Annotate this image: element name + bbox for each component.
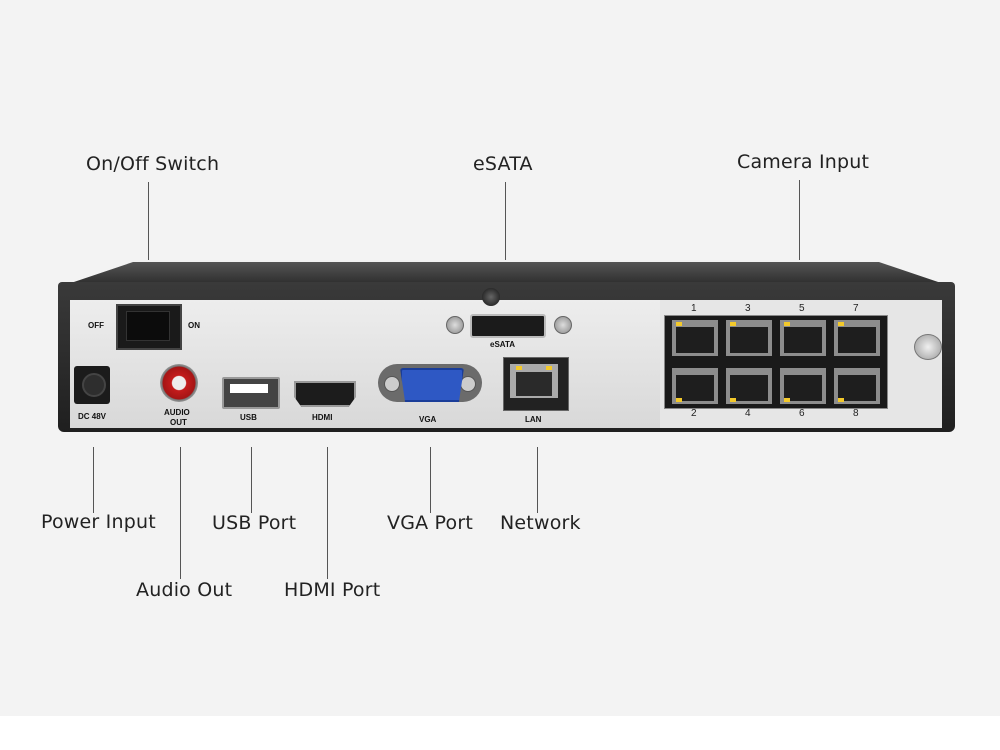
callout-audio-out: Audio Out bbox=[136, 579, 233, 601]
camera-port-number: 8 bbox=[853, 408, 859, 419]
vga-port bbox=[400, 368, 464, 402]
camera-port-opening bbox=[730, 375, 768, 401]
esata-port bbox=[470, 314, 546, 338]
camera-port-opening bbox=[730, 327, 768, 353]
camera-port-led bbox=[838, 322, 844, 326]
callout-power-input: Power Input bbox=[41, 511, 156, 533]
leader-esata bbox=[505, 182, 506, 260]
callout-vga-port: VGA Port bbox=[387, 512, 474, 534]
leader-vga-port bbox=[430, 447, 431, 513]
leader-camera-input bbox=[799, 180, 800, 260]
leader-on-off-switch bbox=[148, 182, 149, 260]
side-screw-icon bbox=[914, 334, 942, 360]
esata-screw-left-icon bbox=[446, 316, 464, 334]
camera-port-number: 3 bbox=[745, 303, 751, 314]
label-off: OFF bbox=[88, 321, 104, 330]
callout-network: Network bbox=[500, 512, 581, 534]
leader-network bbox=[537, 447, 538, 513]
label-hdmi: HDMI bbox=[312, 413, 333, 422]
audio-out-jack bbox=[160, 364, 198, 402]
label-esata: eSATA bbox=[490, 340, 516, 349]
camera-port-led bbox=[730, 398, 736, 402]
label-lan: LAN bbox=[525, 415, 542, 424]
esata-screw-right-icon bbox=[554, 316, 572, 334]
label-audio: AUDIO bbox=[164, 408, 190, 417]
leader-audio-out bbox=[180, 447, 181, 579]
camera-port-number: 4 bbox=[745, 408, 751, 419]
camera-port-opening bbox=[676, 327, 714, 353]
top-screw-icon bbox=[482, 288, 500, 306]
label-usb: USB bbox=[240, 413, 257, 422]
camera-port-opening bbox=[838, 327, 876, 353]
leader-usb-port bbox=[251, 447, 252, 513]
leader-hdmi-port bbox=[327, 447, 328, 579]
callout-esata: eSATA bbox=[473, 153, 533, 175]
camera-port-number: 5 bbox=[799, 303, 805, 314]
lan-led-left bbox=[516, 366, 522, 370]
camera-port-number: 1 bbox=[691, 303, 697, 314]
power-input-jack-inner bbox=[82, 373, 106, 397]
callout-camera-input: Camera Input bbox=[737, 151, 870, 173]
callout-on-off-switch: On/Off Switch bbox=[86, 153, 220, 175]
label-on: ON bbox=[188, 321, 200, 330]
callout-hdmi-port: HDMI Port bbox=[284, 579, 381, 601]
camera-port-led bbox=[730, 322, 736, 326]
label-vga: VGA bbox=[419, 415, 437, 424]
camera-port-opening bbox=[838, 375, 876, 401]
usb-port bbox=[222, 377, 280, 409]
camera-port-led bbox=[784, 322, 790, 326]
callout-usb-port: USB Port bbox=[212, 512, 297, 534]
camera-port-number: 2 bbox=[691, 408, 697, 419]
camera-port-opening bbox=[784, 327, 822, 353]
camera-port-number: 6 bbox=[799, 408, 805, 419]
power-switch-rocker bbox=[126, 311, 170, 341]
lan-port-opening bbox=[516, 372, 552, 396]
camera-port-opening bbox=[784, 375, 822, 401]
usb-port-tongue bbox=[230, 384, 268, 393]
hdmi-port bbox=[294, 381, 356, 407]
vga-screw-left-icon bbox=[384, 376, 400, 392]
label-out: OUT bbox=[170, 418, 187, 427]
camera-port-led bbox=[676, 398, 682, 402]
camera-port-opening bbox=[676, 375, 714, 401]
label-dc-48v: DC 48V bbox=[78, 412, 107, 421]
lan-led-right bbox=[546, 366, 552, 370]
camera-port-number: 7 bbox=[853, 303, 859, 314]
bottom-strip bbox=[0, 716, 1000, 750]
camera-port-led bbox=[838, 398, 844, 402]
camera-port-led bbox=[676, 322, 682, 326]
leader-power-input bbox=[93, 447, 94, 513]
camera-port-led bbox=[784, 398, 790, 402]
diagram-stage: On/Off Switch eSATA Camera Input OFF ON … bbox=[0, 0, 1000, 716]
